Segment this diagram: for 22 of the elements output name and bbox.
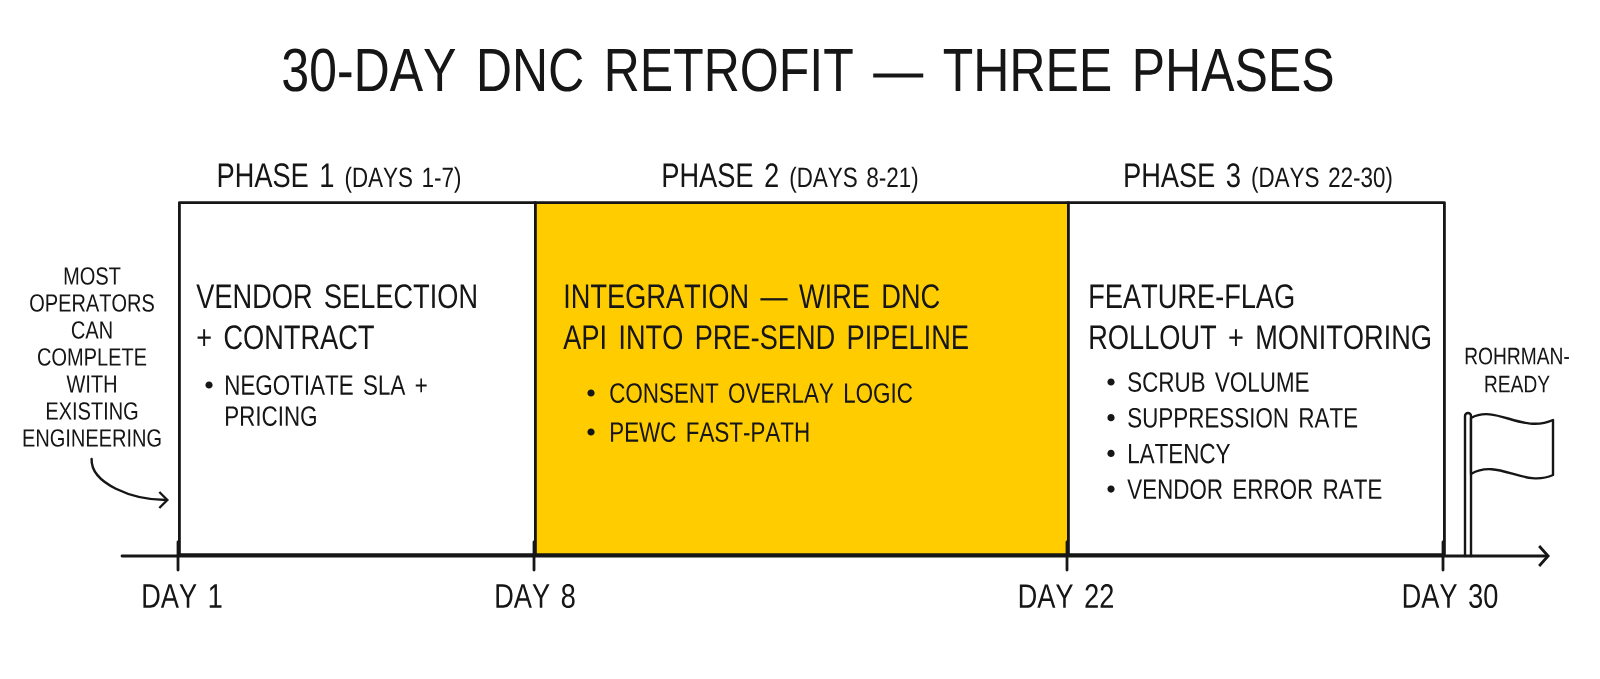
day-label: DAY 1: [143, 584, 222, 608]
bullet-text: NEGOTIATE SLA + PRICING: [226, 375, 427, 426]
bullet-text: LATENCY: [1129, 443, 1230, 464]
day-label: DAY 22: [1019, 584, 1113, 608]
phase-label: PHASE 1: [218, 163, 334, 188]
bullet-text: PEWC FAST-PATH: [611, 422, 809, 442]
day-label: DAY 30: [1403, 583, 1498, 608]
bullet-text: CONSENT OVERLAY LOGIC: [610, 383, 913, 403]
bullet-text: SCRUB VOLUME: [1128, 372, 1309, 392]
panel-heading: FEATURE-FLAG ROLLOUT + MONITORING: [1090, 284, 1430, 350]
panel-heading: INTEGRATION — WIRE DNC API INTO PRE-SEND PIPELINE: [563, 284, 968, 350]
day-label: DAY 8: [496, 583, 575, 608]
panel-heading: VENDOR SELECTION + CONTRACT: [196, 284, 476, 350]
bullet-text: VENDOR ERROR RATE: [1127, 479, 1382, 500]
phase-label: PHASE 2: [663, 163, 778, 188]
title: 30-DAY DNC RETROFIT — THREE PHASES: [283, 48, 1333, 92]
day-range: (DAYS 1-7): [345, 166, 461, 193]
phase-label: PHASE 3: [1125, 163, 1240, 188]
bullet-text: SUPPRESSION RATE: [1128, 407, 1358, 428]
day-range: (DAYS 8-21): [790, 166, 918, 193]
note-text: MOST OPERATORS CAN COMPLETE WITH EXISTING ENGINEERING: [23, 267, 161, 447]
day-range: (DAYS 22-30): [1252, 166, 1392, 193]
